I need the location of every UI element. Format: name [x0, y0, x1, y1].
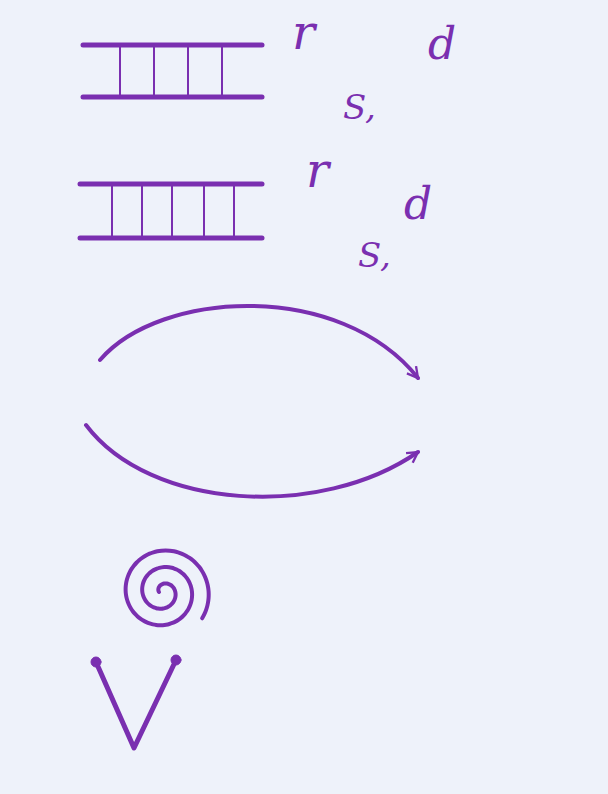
letter-label: r [292, 8, 315, 56]
letter-label: d [404, 182, 432, 226]
letter-label: S, [358, 238, 391, 272]
letter-label: r [306, 146, 329, 194]
curved-arrow [86, 425, 418, 497]
spiral-symbol [126, 550, 209, 625]
curved-arrow [100, 306, 418, 378]
ladder-symbol [83, 45, 262, 97]
letter-label: S, [343, 90, 376, 124]
v-symbol [91, 655, 181, 748]
ladder-symbol [80, 184, 262, 238]
letter-label: d [428, 22, 456, 66]
